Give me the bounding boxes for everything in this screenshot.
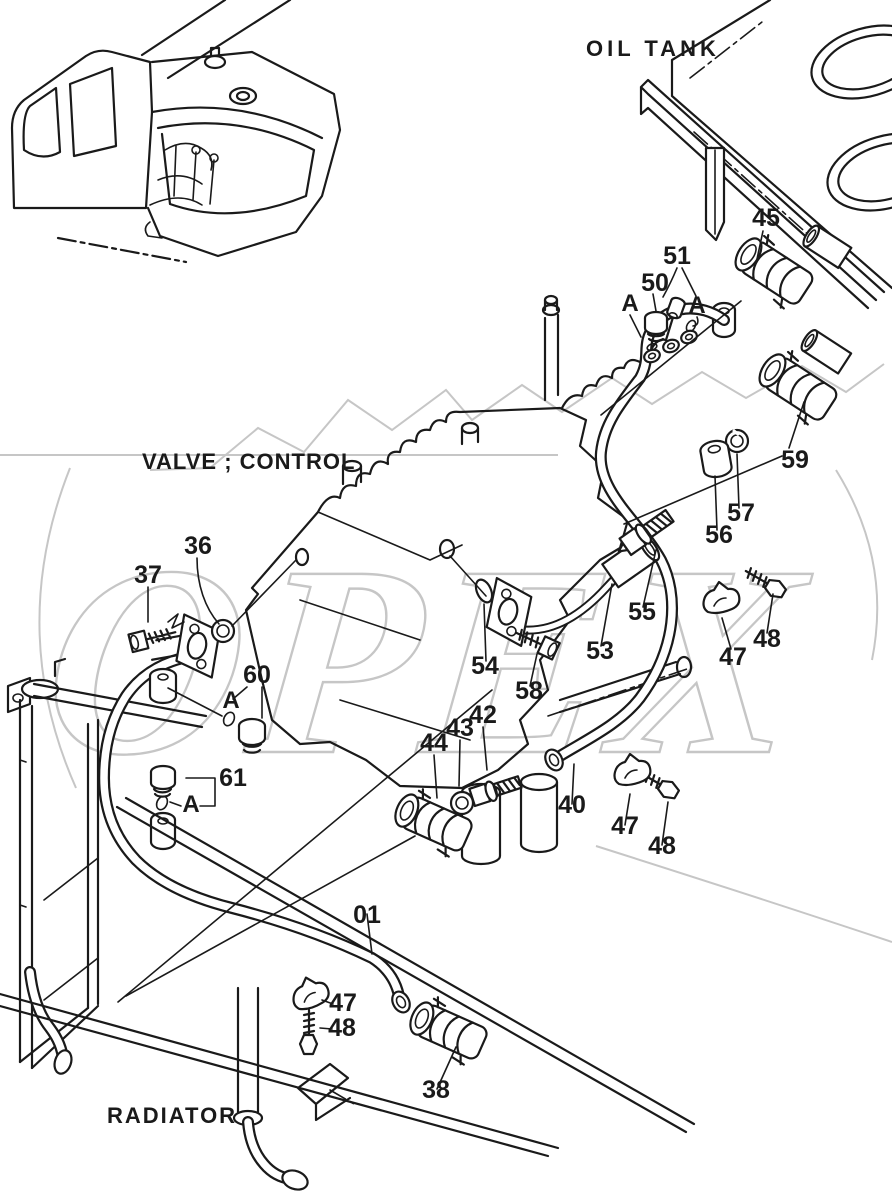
bolt-58 [514,628,561,661]
clamp-47-bottom [292,976,330,1011]
part-label-58: 58 [515,677,543,705]
section-label-valve-control: VALVE ; CONTROL [142,449,355,474]
bolt-48-right [744,567,788,599]
coupling-45 [734,234,814,310]
radiator-foot-pipe [232,986,309,1191]
part-label-44: 44 [420,729,448,757]
watermark-curve-right [835,469,879,661]
valve-foot-cylinder [460,772,559,866]
part-label-45: 45 [752,204,780,232]
part-label-56: 56 [705,521,733,549]
washer-a4 [155,795,169,811]
oil-tank-structure [639,0,892,375]
hose-01-assembly [98,650,411,1014]
bolt-48-bottom [298,1008,319,1056]
radiator-structure [6,657,355,1191]
part-label-47-a: 47 [719,643,747,671]
part-label-48-b: 48 [648,832,676,860]
coupling-59 [758,350,838,426]
washer-a3 [222,711,236,727]
watermark-text: OPEX [33,510,822,811]
watermark-curve-bottom [595,845,892,943]
part-label-61: 61 [219,764,247,792]
gasket-54 [474,578,494,604]
part-label-60: 60 [243,661,271,689]
coupling-38 [409,996,488,1066]
part-label-36: 36 [184,532,212,560]
plug-50 [643,310,669,352]
coupling-44 [394,788,473,858]
clamp-47-mid [613,752,652,787]
part-label-57: 57 [727,499,755,527]
part-label-38: 38 [422,1076,450,1104]
part-label-50: 50 [641,269,669,297]
ref-letter-a-4: A [182,791,199,818]
o-ring-36 [210,618,236,644]
part-label-59: 59 [781,446,809,474]
hose-grommet [148,667,178,851]
part-label-43: 43 [446,714,474,742]
part-label-40: 40 [558,791,586,819]
part-label-53: 53 [586,637,614,665]
part-label-48-a: 48 [753,625,781,653]
flange-36-assembly [127,613,236,679]
part-label-42: 42 [469,701,497,729]
clamp-47-right [702,580,741,615]
valve-top-pipe [541,294,561,402]
tank-stub-pipe-upper [802,224,853,270]
watermark-curve-left [38,467,77,789]
excavator-thumbnail [10,0,342,264]
o-ring-43 [449,790,475,816]
ref-letter-a-3: A [222,687,239,714]
part-label-48-c: 48 [328,1014,356,1042]
part-label-47-c: 47 [329,989,357,1017]
part-label-37: 37 [134,561,162,589]
flange-54 [485,576,533,648]
section-label-radiator: RADIATOR [107,1103,237,1128]
connector-55 [617,508,675,557]
leader-lines [0,230,805,1158]
ref-letter-a-2: A [688,292,705,319]
snap-ring-57 [724,428,750,454]
part-label-55: 55 [628,598,656,626]
radiator-outlet-elbow [24,966,73,1075]
bushing-56 [699,439,733,479]
section-label-oil-tank: OIL TANK [586,36,720,61]
fitting-51 [666,296,686,320]
bolt-48-mid [637,768,681,800]
tank-stub-pipe-lower [800,329,853,375]
pipe-53-assembly [474,535,661,648]
bolt-37 [127,628,177,654]
plug-60 [237,717,267,754]
part-label-51: 51 [663,242,691,270]
part-label-54: 54 [471,652,499,680]
ref-letter-a-1: A [621,290,638,317]
part-label-47-b: 47 [611,812,639,840]
valve-relief-cap [341,421,480,486]
part-label-01: 01 [353,901,381,929]
